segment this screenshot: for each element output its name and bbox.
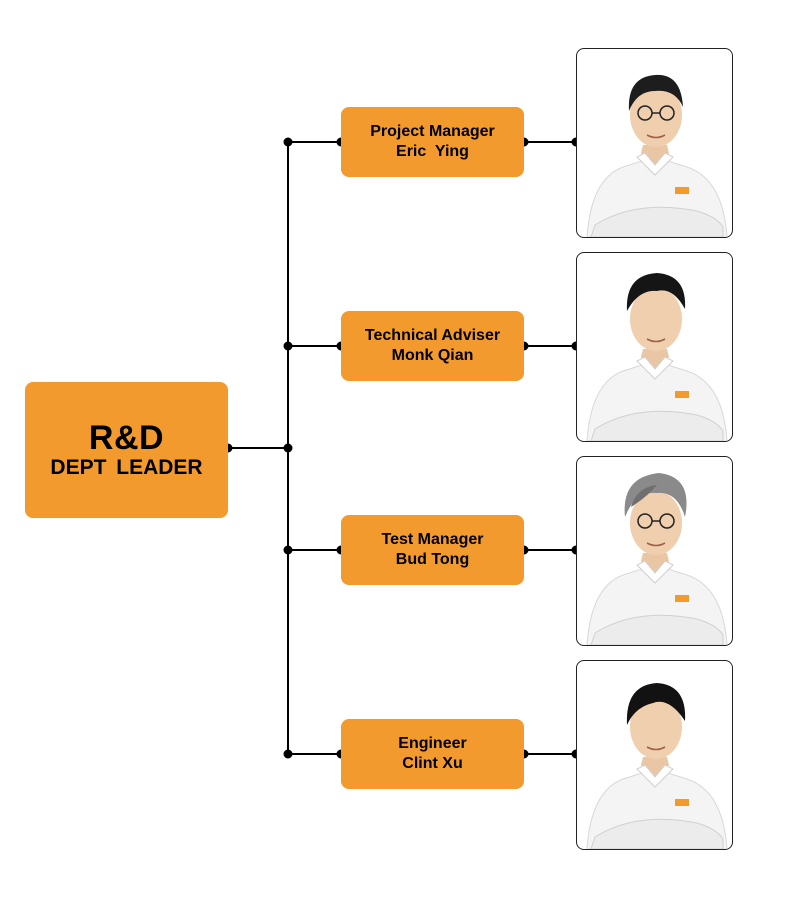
member-role: Project Manager [370, 123, 495, 140]
connector-dot [283, 341, 293, 351]
member-box-technical-adviser: Technical Adviser Monk Qian [341, 311, 524, 381]
connector-dot [283, 749, 293, 759]
member-name: Bud Tong [395, 551, 470, 568]
connector-dot [283, 443, 293, 453]
portrait-illustration [586, 473, 728, 645]
leader-subtitle: DEPT LEADER [50, 456, 203, 479]
member-box-engineer: Engineer Clint Xu [341, 719, 524, 789]
portrait-monk-qian [576, 252, 733, 442]
portrait-illustration [586, 74, 728, 237]
connector-dot [283, 545, 293, 555]
member-role: Test Manager [381, 531, 484, 548]
member-name: Clint Xu [402, 755, 463, 772]
portrait-eric-ying [576, 48, 733, 238]
portrait-clint-xu [576, 660, 733, 850]
connector-dot [283, 137, 293, 147]
member-box-project-manager: Project Manager Eric Ying [341, 107, 524, 177]
member-role: Technical Adviser [364, 327, 501, 344]
portrait-bud-tong [576, 456, 733, 646]
leader-box: R&D DEPT LEADER [25, 382, 228, 518]
leader-title: R&D [88, 419, 165, 457]
member-name: Eric Ying [396, 143, 469, 160]
member-box-test-manager: Test Manager Bud Tong [341, 515, 524, 585]
member-name: Monk Qian [391, 347, 474, 364]
portrait-illustration [586, 273, 728, 441]
member-role: Engineer [398, 735, 467, 752]
portrait-illustration [586, 683, 728, 849]
